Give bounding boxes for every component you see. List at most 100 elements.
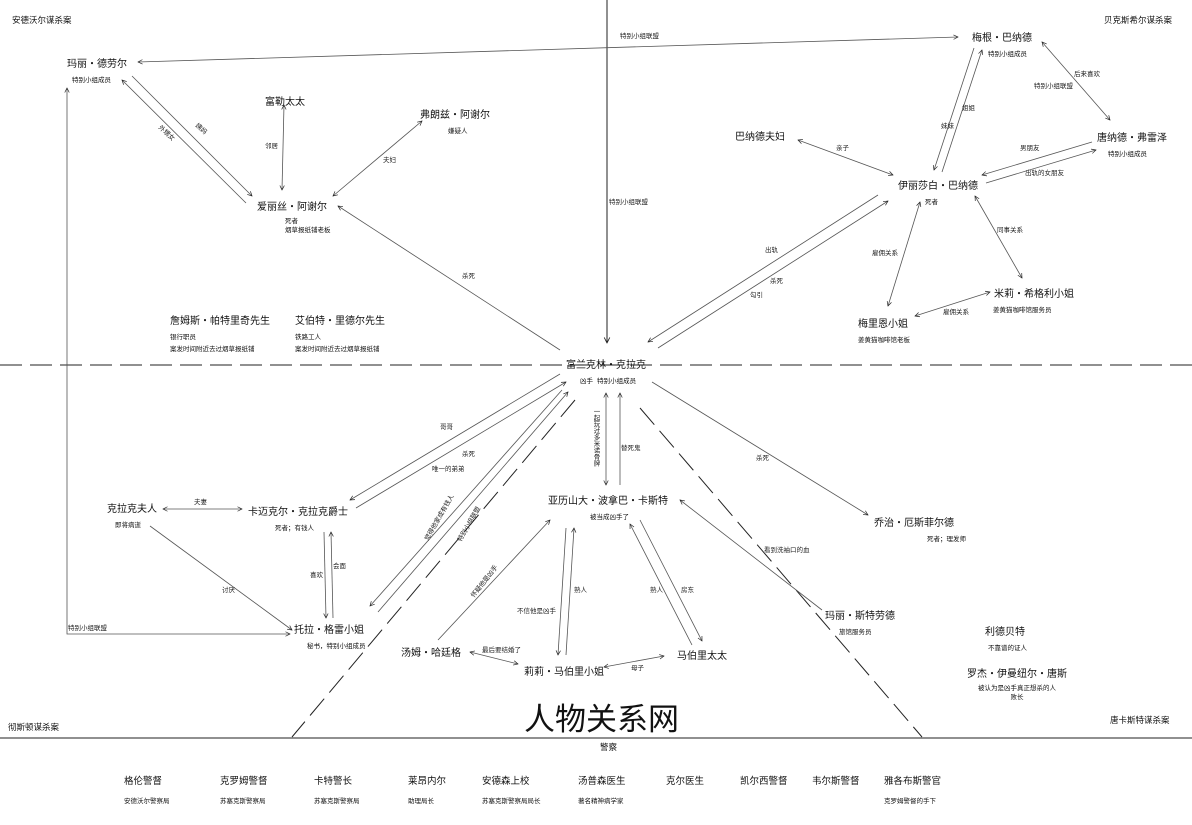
node-name: 爱丽丝・阿谢尔 (257, 202, 327, 213)
node-name: 巴纳德夫妇 (735, 132, 785, 143)
node-sub: 凶手 特别小组成员 (580, 377, 637, 385)
edge-carmichael-thora-a (324, 531, 326, 618)
label-scapegoat: 替死鬼 (621, 443, 641, 452)
node-name: 罗杰・伊曼纽尔・唐斯 (967, 669, 1067, 680)
police-name: 莱昂内尔 (408, 776, 447, 787)
node-sub: 铁路工人 案发时间附近去过烟草报纸铺 (295, 333, 380, 353)
node-mrs-marbury: 马伯里太太 (677, 647, 727, 662)
node-mary-stroud: 玛丽・斯特劳德 旅馆服务员 (825, 607, 895, 638)
node-sub: 姜黄猫咖啡馆老板 (858, 336, 910, 344)
divider-diag-left (291, 399, 576, 738)
node-alice: 爱丽丝・阿谢尔 死者 烟草报纸铺老板 (257, 198, 331, 235)
edge-betty-franklin-a (648, 194, 879, 342)
police-name: 克尔医生 (666, 776, 705, 787)
edge-megan-donald (1042, 42, 1110, 120)
label-domino: 一起玩过多米诺骨牌 (592, 408, 600, 468)
label-meet: 会面 (333, 561, 347, 570)
police-name: 韦尔斯警督 (812, 776, 860, 787)
node-merrion: 梅里恩小姐 姜黄猫咖啡馆老板 (858, 315, 910, 346)
edge-mary-alice-a (122, 80, 247, 204)
police-role: 苏塞克斯警察局局长 (482, 797, 541, 805)
node-name: 弗朗兹・阿谢尔 (420, 110, 490, 121)
label-special-alliance-mid: 特别小组联盟 (609, 197, 649, 206)
edge-donald-betty-b (985, 150, 1096, 184)
label-special-alliance-diag: 特别小组联盟 (455, 504, 483, 543)
node-lady-clarke: 克拉克夫人 即将病逝 (107, 500, 157, 531)
police-item-6: 克尔医生 (666, 773, 704, 795)
label-kill-car: 杀死 (462, 449, 476, 458)
edge-mary-alice-b (131, 75, 252, 196)
node-mary-drower: 玛丽・德劳尔 特别小组成员 (67, 55, 127, 86)
node-sub: 即将病逝 (115, 521, 141, 529)
police-item-7: 凯尔西警督 (740, 773, 788, 795)
node-sub: 姜黄猫咖啡馆服务员 (993, 306, 1052, 314)
node-lily: 莉莉・马伯里小姐 (524, 663, 604, 678)
police-role: 助理局长 (408, 797, 434, 805)
police-role: 著名精神病学家 (578, 797, 624, 805)
node-name: 卡迈克尔・克拉克爵士 (248, 507, 348, 518)
node-sub: 嫌疑人 (448, 127, 468, 135)
label-niece: 外甥女 (157, 123, 178, 143)
label-suspect-killer: 怀疑他是凶手 (468, 563, 499, 600)
edge-donald-betty-a (982, 141, 1093, 175)
edge-franklin-thora-a (370, 389, 563, 606)
node-name: 伊丽莎白・巴纳德 (898, 181, 978, 192)
node-name: 托拉・格雷小姐 (294, 625, 364, 636)
edge-tom-lily (470, 652, 518, 664)
node-albert: 艾伯特・里德尔先生 铁路工人 案发时间附近去过烟草报纸铺 (295, 312, 385, 355)
node-name: 莉莉・马伯里小姐 (524, 667, 604, 678)
corner-label-bexhill: 贝克斯希尔谋杀案 (1104, 16, 1173, 26)
police-section-label: 警察 (600, 743, 618, 753)
label-saw-blood: 看到洗袖口的血 (764, 545, 810, 554)
node-name: 詹姆斯・帕特里奇先生 (170, 316, 270, 327)
node-megan: 梅根・巴纳德 特别小组成员 (972, 29, 1032, 60)
corner-label-andover: 安德沃尔谋杀案 (12, 16, 72, 26)
node-sub: 旅馆服务员 (839, 628, 872, 636)
node-name: 梅根・巴纳德 (972, 33, 1032, 44)
police-name: 安德森上校 (482, 776, 530, 787)
police-item-2: 卡特警长苏塞克斯警察局 (314, 773, 360, 805)
node-mrs-fowler: 富勒太太 (265, 93, 305, 108)
edge-stroud-alexander (680, 500, 823, 611)
police-item-0: 格伦警督安德沃尔警察局 (124, 773, 170, 805)
node-name: 玛丽・德劳尔 (67, 59, 127, 70)
edge-alexander-marbury-a (629, 524, 693, 646)
node-name: 富兰克林・克拉克 (566, 360, 646, 371)
label-seduce: 勾引 (750, 290, 763, 299)
edge-betty-merrion (888, 202, 920, 306)
police-name: 格伦警督 (124, 776, 163, 787)
node-name: 唐纳德・弗雷泽 (1097, 133, 1167, 144)
node-name: 马伯里太太 (677, 651, 727, 662)
node-sub: 被认为是凶手真正想杀的人 败长 (978, 684, 1056, 701)
node-carmichael: 卡迈克尔・克拉克爵士 死者；有钱人 (248, 503, 348, 534)
label-finally-married: 最后要结婚了 (482, 645, 521, 654)
label-thinks-rich: 觉得他家成有钱人 (422, 492, 456, 542)
node-thora: 托拉・格雷小姐 秘书，特别小组成员 (294, 621, 366, 652)
node-name: 梅里恩小姐 (858, 319, 908, 330)
label-like: 喜欢 (310, 570, 324, 579)
label-kill-betty: 杀死 (770, 276, 784, 285)
label-later-liked: 后来喜欢 (1074, 69, 1101, 78)
node-sub: 死者；有钱人 (275, 524, 314, 532)
node-sub: 特别小组成员 (72, 76, 111, 84)
corner-label-doncaster: 唐卡斯特谋杀案 (1110, 716, 1170, 726)
edge-alexander-lily-b (565, 528, 574, 656)
label-kill-alice: 杀死 (462, 271, 476, 280)
edge-franklin-carmichael-b (355, 382, 566, 509)
divider-diag-right (639, 407, 923, 738)
label-brother: 哥哥 (440, 423, 454, 431)
label-acq1: 熟人 (574, 585, 588, 594)
node-sub: 死者 烟草报纸铺老板 (285, 217, 331, 234)
node-milly: 米莉・希格利小姐 姜黄猫咖啡馆服务员 (993, 285, 1074, 316)
label-employ1: 雇佣关系 (872, 248, 899, 257)
label-cheat-gf: 出轨的女朋友 (1025, 168, 1065, 177)
node-george: 乔治・厄斯菲尔德 死者；理发师 (874, 514, 966, 545)
node-james: 詹姆斯・帕特里奇先生 银行职员 案发时间附近去过烟草报纸铺 (170, 312, 270, 355)
label-acq2: 熟人 (650, 585, 664, 594)
node-sub: 特别小组成员 (1108, 150, 1147, 158)
node-leadbetter: 利德贝特 不靠谱的证人 (985, 623, 1027, 654)
node-sub: 银行职员 案发时间附近去过烟草报纸铺 (170, 333, 255, 353)
police-item-1: 克罗姆警督苏塞克斯警察局 (220, 773, 268, 805)
node-name: 克拉克夫人 (107, 504, 157, 515)
